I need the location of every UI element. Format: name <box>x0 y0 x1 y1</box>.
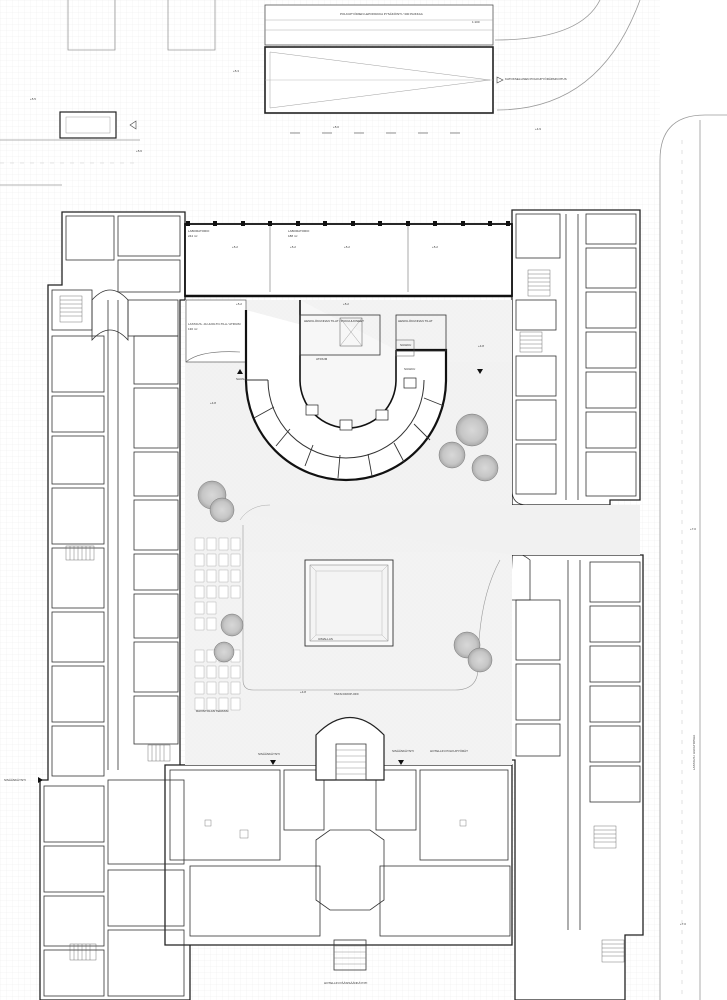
street-east-label: LASTAUS / HUOLTOPIHA <box>692 735 696 770</box>
parking-label: POLKUPYÖRIEN LEPOPAIKKA PYSÄKÖINTI / 300… <box>340 12 423 16</box>
level-corr-r: +5.2 <box>343 302 349 306</box>
restaurant-1-area: 244 m² <box>188 234 197 238</box>
level-top-right: +4.9 <box>535 127 541 131</box>
parking-note: 1:100 <box>472 20 480 24</box>
level-b1: +5.2 <box>232 245 238 249</box>
bike-shelter <box>264 4 504 114</box>
street-dashes <box>0 140 683 1000</box>
lobby-left-area: 130 m² <box>188 327 197 331</box>
bike-shelter-label: KATOKSELLINEN POLKUPYÖRÄPAIKOITUS <box>505 77 567 81</box>
south-block-stairs <box>204 819 467 839</box>
entrance-mid: SISÄÄNKÄYNTI <box>392 749 414 753</box>
court-level-low: +4.8 <box>300 690 306 694</box>
level-street-w: +5.5 <box>30 97 36 101</box>
level-b3: +5.2 <box>344 245 350 249</box>
plan-labels: POLKUPYÖRIEN LEPOPAIKKA PYSÄKÖINTI / 300… <box>4 12 696 985</box>
south-block-rooms <box>169 716 511 971</box>
pool <box>304 559 394 647</box>
level-street-e: +5.6 <box>136 149 142 153</box>
level-b4: +5.2 <box>432 245 438 249</box>
trees <box>197 365 499 673</box>
level-se: +7.0 <box>680 922 686 926</box>
level-b2: +5.2 <box>290 245 296 249</box>
level-top-mid: +5.0 <box>333 125 339 129</box>
bike-parking-right: HOTELLIN POLKUPYÖRÄT <box>430 749 468 753</box>
terrace-south: RAVINTOLAN TERASSI <box>196 709 229 713</box>
rotunda <box>244 300 448 482</box>
court-level-right: +4.8 <box>478 344 484 348</box>
atrium-label: ATRIUM <box>316 357 328 361</box>
service-4-label: SUIHKU <box>404 367 415 371</box>
service-3-label: SUIHKU <box>400 343 411 347</box>
service-1-label: HENKILÖKUNNAN TILAT / PUKUHUONEET <box>304 319 364 323</box>
restaurant-1-label: LABORATORIO <box>188 229 210 233</box>
level-east: +7.0 <box>690 527 696 531</box>
entrance-left: SISÄÄNKÄYNTI <box>258 752 280 756</box>
restaurant-2-label: LABORATORIO <box>288 229 310 233</box>
courtyard-level: +4.8 <box>210 401 216 405</box>
sauna-label: SAUNA <box>236 377 246 381</box>
north-wing <box>184 221 513 298</box>
level-top-left: +5.3 <box>233 69 239 73</box>
stairs <box>59 269 625 963</box>
drop-off-label: TAKSI DROP-OFF <box>334 692 359 696</box>
service-2-label: HENKILÖKUNNAN TILAT <box>398 319 433 323</box>
small-kiosk <box>59 111 137 139</box>
restaurant-2-area: 188 m² <box>288 234 297 238</box>
entrance-side: SISÄÄNKÄYNTI <box>4 778 26 782</box>
east-wing-rooms <box>487 213 641 930</box>
main-entrance: HOTELLIN PÄÄSISÄÄNKÄYNTI <box>324 981 368 985</box>
entrance-arrows <box>38 369 483 783</box>
lobby-left-label: LASTAUS- JA HUOLTO-TILA / ATRIUM <box>188 322 241 326</box>
building-outline <box>39 209 644 1000</box>
pool-label: UIMALLAS <box>318 637 333 641</box>
level-corr-l: +5.2 <box>236 302 242 306</box>
